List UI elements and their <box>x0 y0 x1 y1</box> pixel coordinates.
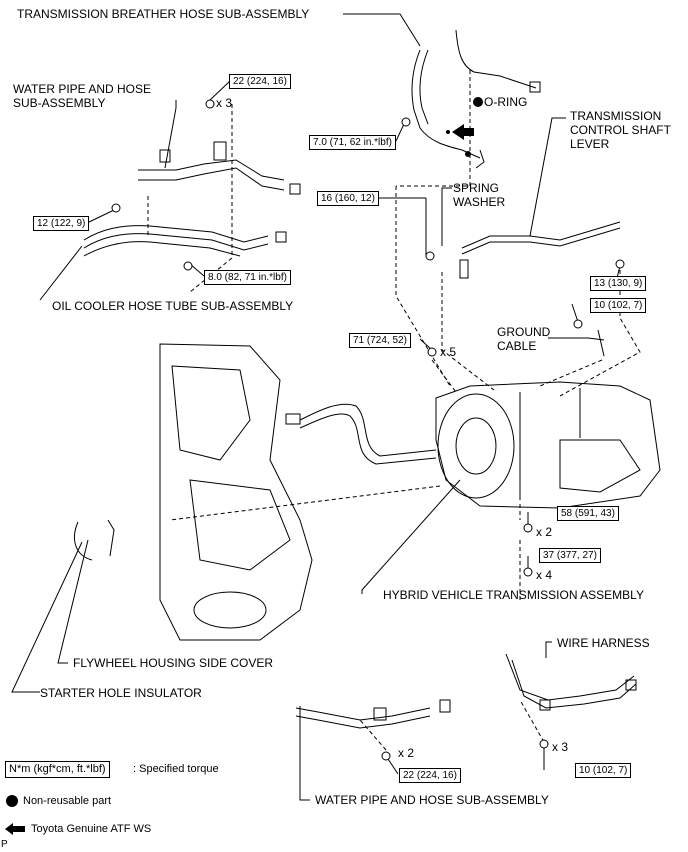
bolt-icon <box>523 523 533 533</box>
atf-arrow-icon <box>452 124 474 140</box>
bolt-icon <box>427 347 437 357</box>
flywheel-cover-label: FLYWHEEL HOUSING SIDE COVER <box>73 656 274 670</box>
torque-box-58: 58 (591, 43) <box>557 506 619 521</box>
torque-box-22-bottom: 22 (224, 16) <box>399 768 461 783</box>
ground-cable-label-1: GROUND <box>497 325 551 339</box>
breather-hose-label: TRANSMISSION BREATHER HOSE SUB-ASSEMBLY <box>17 7 310 21</box>
torque-box-13: 13 (130, 9) <box>590 276 647 291</box>
starter-insulator-label: STARTER HOLE INSULATOR <box>40 686 202 700</box>
hv-transmission-label: HYBRID VEHICLE TRANSMISSION ASSEMBLY <box>383 588 644 602</box>
atf-arrow-legend-icon <box>5 823 25 835</box>
water-pipe-top-label-1: WATER PIPE AND HOSE <box>13 82 152 96</box>
torque-box-8: 8.0 (82, 71 in.*lbf) <box>204 270 291 285</box>
water-pipe-bottom-label: WATER PIPE AND HOSE SUB-ASSEMBLY <box>315 793 549 807</box>
leader-control-shaft <box>529 117 566 237</box>
wire-harness-label: WIRE HARNESS <box>557 636 650 650</box>
leader-water-pipe-top <box>164 100 177 169</box>
leader-hv-transmission <box>361 479 461 594</box>
control-shaft-label-1: TRANSMISSION <box>570 109 662 123</box>
legend-non-reusable: Non-reusable part <box>23 795 112 807</box>
torque-box-12: 12 (122, 9) <box>33 216 90 231</box>
torque-box-7: 7.0 (71, 62 in.*lbf) <box>309 135 396 150</box>
leader-ground-cable <box>548 337 605 341</box>
control-shaft-label-2: CONTROL SHAFT <box>570 123 671 137</box>
torque-box-10-bottom: 10 (102, 7) <box>575 763 632 778</box>
qty-x5: x 5 <box>440 345 457 359</box>
torque-box-10-top: 10 (102, 7) <box>590 298 647 313</box>
torque-box-16: 16 (160, 12) <box>317 191 379 206</box>
qty-x3-top: x 3 <box>216 96 233 110</box>
legend-torque-desc: : Specified torque <box>133 763 219 775</box>
water-pipe-top-label-2: SUB-ASSEMBLY <box>13 96 106 110</box>
bolt-icon <box>111 203 121 213</box>
leader-flywheel-cover <box>57 539 89 664</box>
bolt-icon <box>401 117 411 127</box>
torque-box-71: 71 (724, 52) <box>349 333 411 348</box>
leader-oil-cooler <box>39 245 83 301</box>
bolt-icon <box>615 259 625 269</box>
page-marker: P <box>1 839 8 850</box>
bolt-icon <box>539 739 549 749</box>
qty-x2-58: x 2 <box>536 525 553 539</box>
torque-box-22-top: 22 (224, 16) <box>229 74 291 89</box>
leader-starter-insulator <box>11 541 83 693</box>
non-reusable-dot-icon <box>6 795 18 807</box>
torque-box-37: 37 (377, 27) <box>539 548 601 563</box>
qty-x3-bottom: x 3 <box>552 740 569 754</box>
bolt-icon <box>183 261 193 271</box>
qty-x2-bottom: x 2 <box>398 746 415 760</box>
leader-breather-hose <box>343 13 421 47</box>
control-shaft-label-3: LEVER <box>570 137 610 151</box>
legend-atf: Toyota Genuine ATF WS <box>31 823 152 835</box>
spring-washer-label-2: WASHER <box>453 195 506 209</box>
o-ring-non-reusable-icon <box>473 97 483 107</box>
legend-torque-box: N*m (kgf*cm, ft.*lbf) <box>5 761 110 778</box>
oil-cooler-label: OIL COOLER HOSE TUBE SUB-ASSEMBLY <box>52 299 294 313</box>
o-ring-label: O-RING <box>484 95 528 109</box>
spring-washer-label-1: SPRING <box>453 181 500 195</box>
spring-washer-icon <box>425 251 435 261</box>
leader-wire-harness <box>545 641 552 658</box>
ground-cable-label-2: CABLE <box>497 339 537 353</box>
qty-x4: x 4 <box>536 568 553 582</box>
leader-spring-washer <box>441 187 452 246</box>
bolt-icon <box>523 567 533 577</box>
bolt-icon <box>381 751 391 761</box>
leader-water-pipe-bottom <box>299 706 310 801</box>
bolt-icon <box>573 319 583 329</box>
bolt-icon <box>205 99 215 109</box>
